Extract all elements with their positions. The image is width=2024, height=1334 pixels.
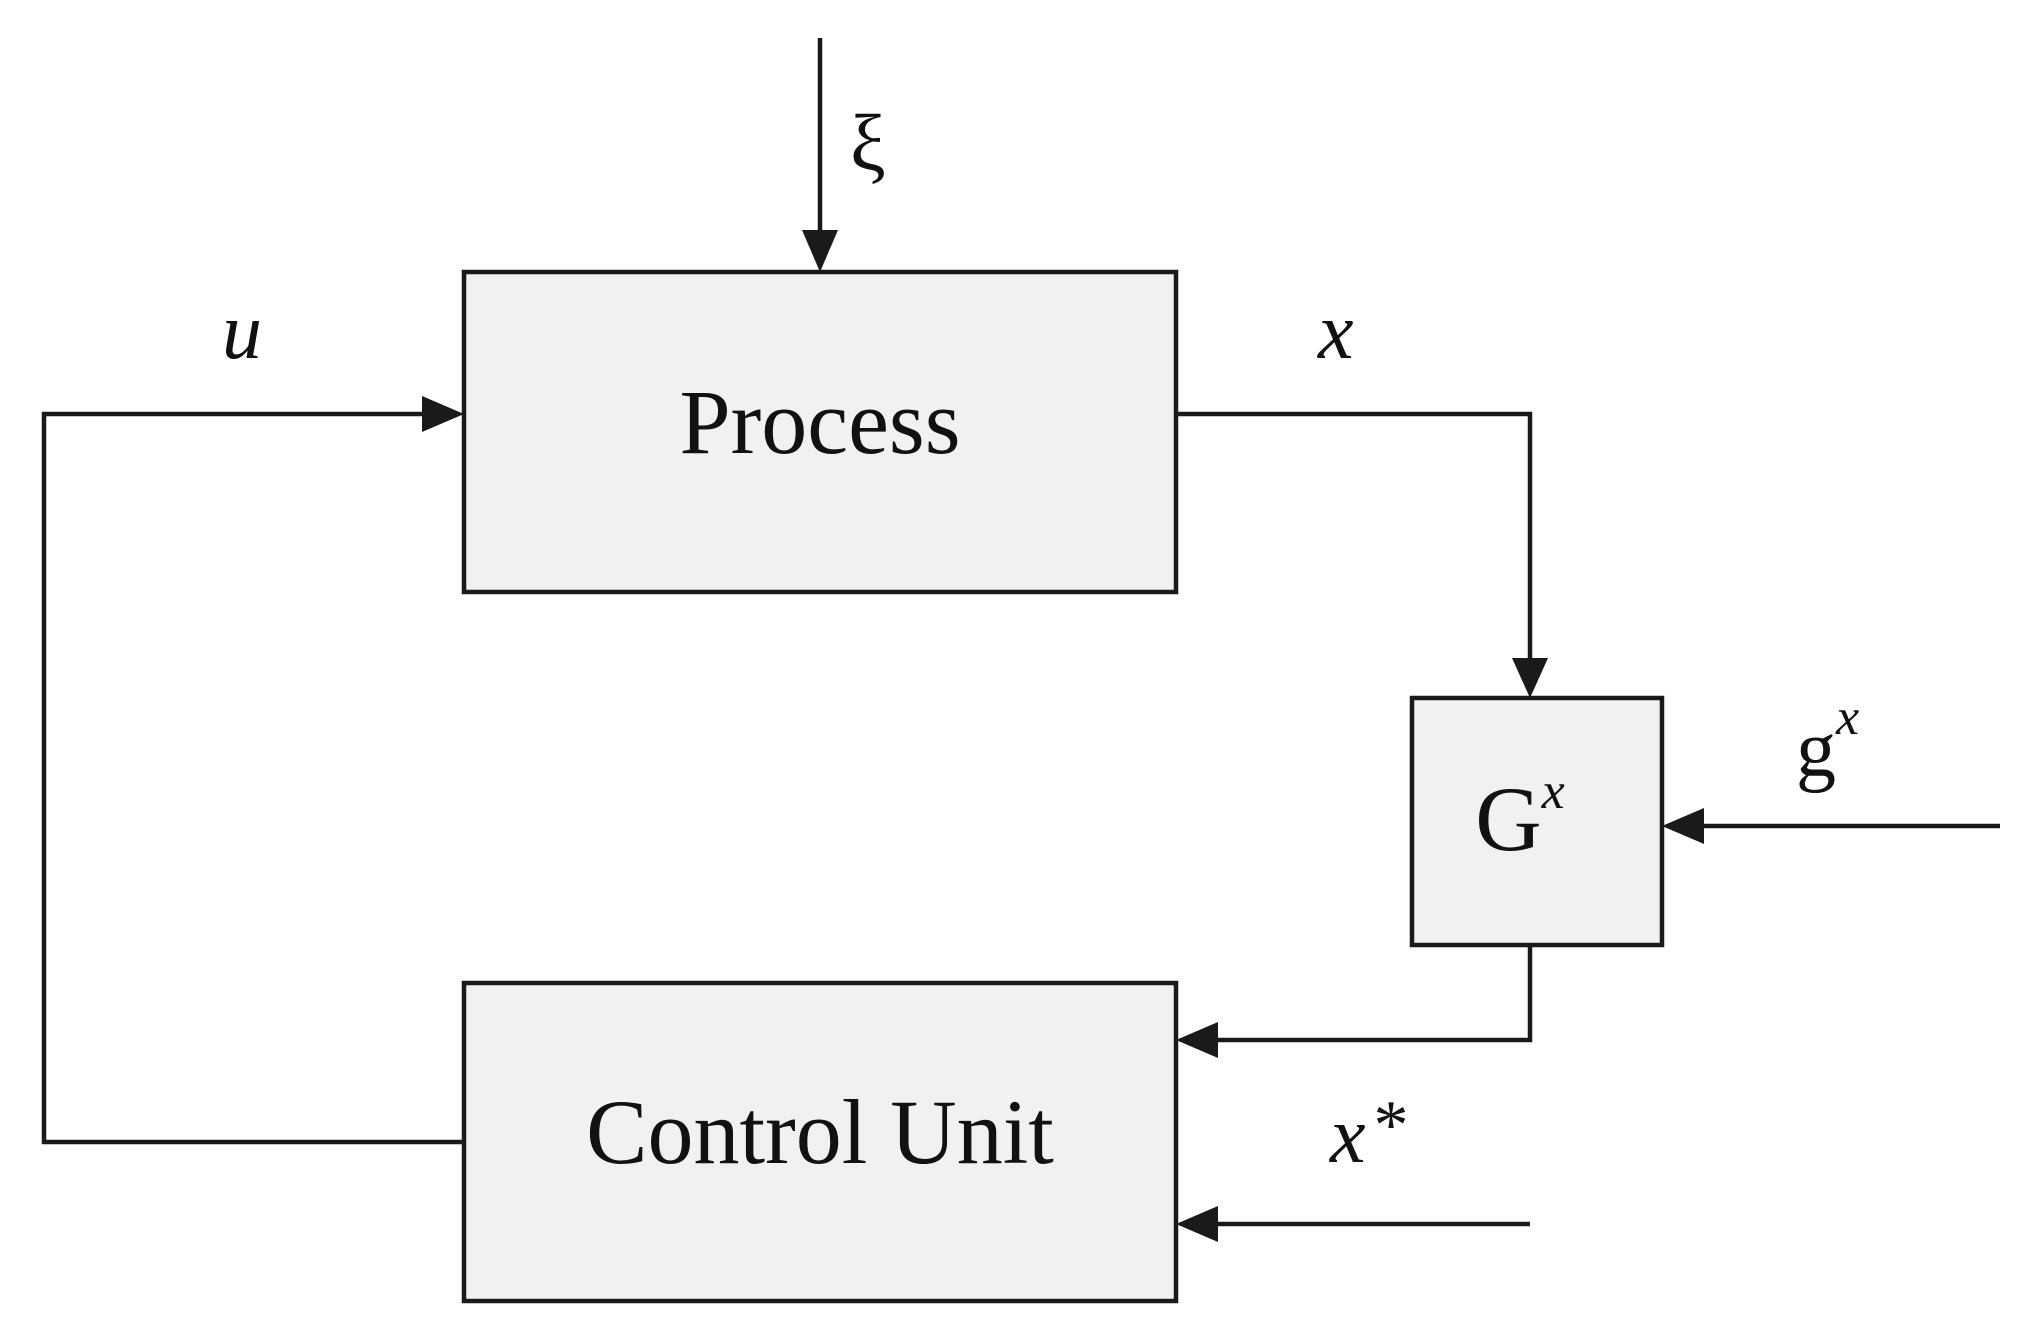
gain-label: Gx: [1475, 763, 1565, 870]
state-output-line: [1176, 411, 1533, 664]
state-output-signal: [1176, 411, 1548, 698]
reference-arrowhead: [1176, 1206, 1218, 1242]
gain-input-arrowhead: [1662, 808, 1704, 844]
state-output-arrowhead: [1512, 658, 1548, 698]
disturbance-label: ξ: [850, 100, 886, 188]
reference-label: x*: [1329, 1087, 1409, 1180]
gain-output-arrowhead: [1176, 1022, 1218, 1058]
process-label: Process: [679, 371, 960, 473]
gain-block: Gx: [1409, 695, 1665, 948]
reference-label-main: x: [1329, 1092, 1366, 1180]
gain-input-label-main: g: [1796, 706, 1836, 794]
disturbance-arrowhead: [802, 230, 838, 272]
control-unit-block: Control Unit: [461, 980, 1179, 1304]
reference-label-star: *: [1374, 1087, 1409, 1164]
gain-label-main: G: [1475, 768, 1541, 870]
control-unit-label: Control Unit: [586, 1081, 1054, 1183]
state-output-label: x: [1317, 288, 1354, 376]
gain-input-signal: [1662, 808, 2000, 844]
reference-signal: [1176, 1206, 1530, 1242]
control-input-label: u: [222, 288, 262, 376]
gain-input-label: gx: [1796, 689, 1859, 794]
gain-label-superscript: x: [1541, 763, 1565, 820]
gain-output-signal: [1176, 945, 1533, 1058]
gain-input-label-superscript: x: [1835, 689, 1859, 746]
disturbance-signal: [802, 38, 838, 272]
control-input-line: [41, 411, 464, 1145]
control-input-signal: [41, 396, 464, 1145]
control-input-arrowhead: [422, 396, 464, 432]
process-block: Process: [461, 269, 1179, 595]
gain-output-line: [1212, 945, 1533, 1043]
